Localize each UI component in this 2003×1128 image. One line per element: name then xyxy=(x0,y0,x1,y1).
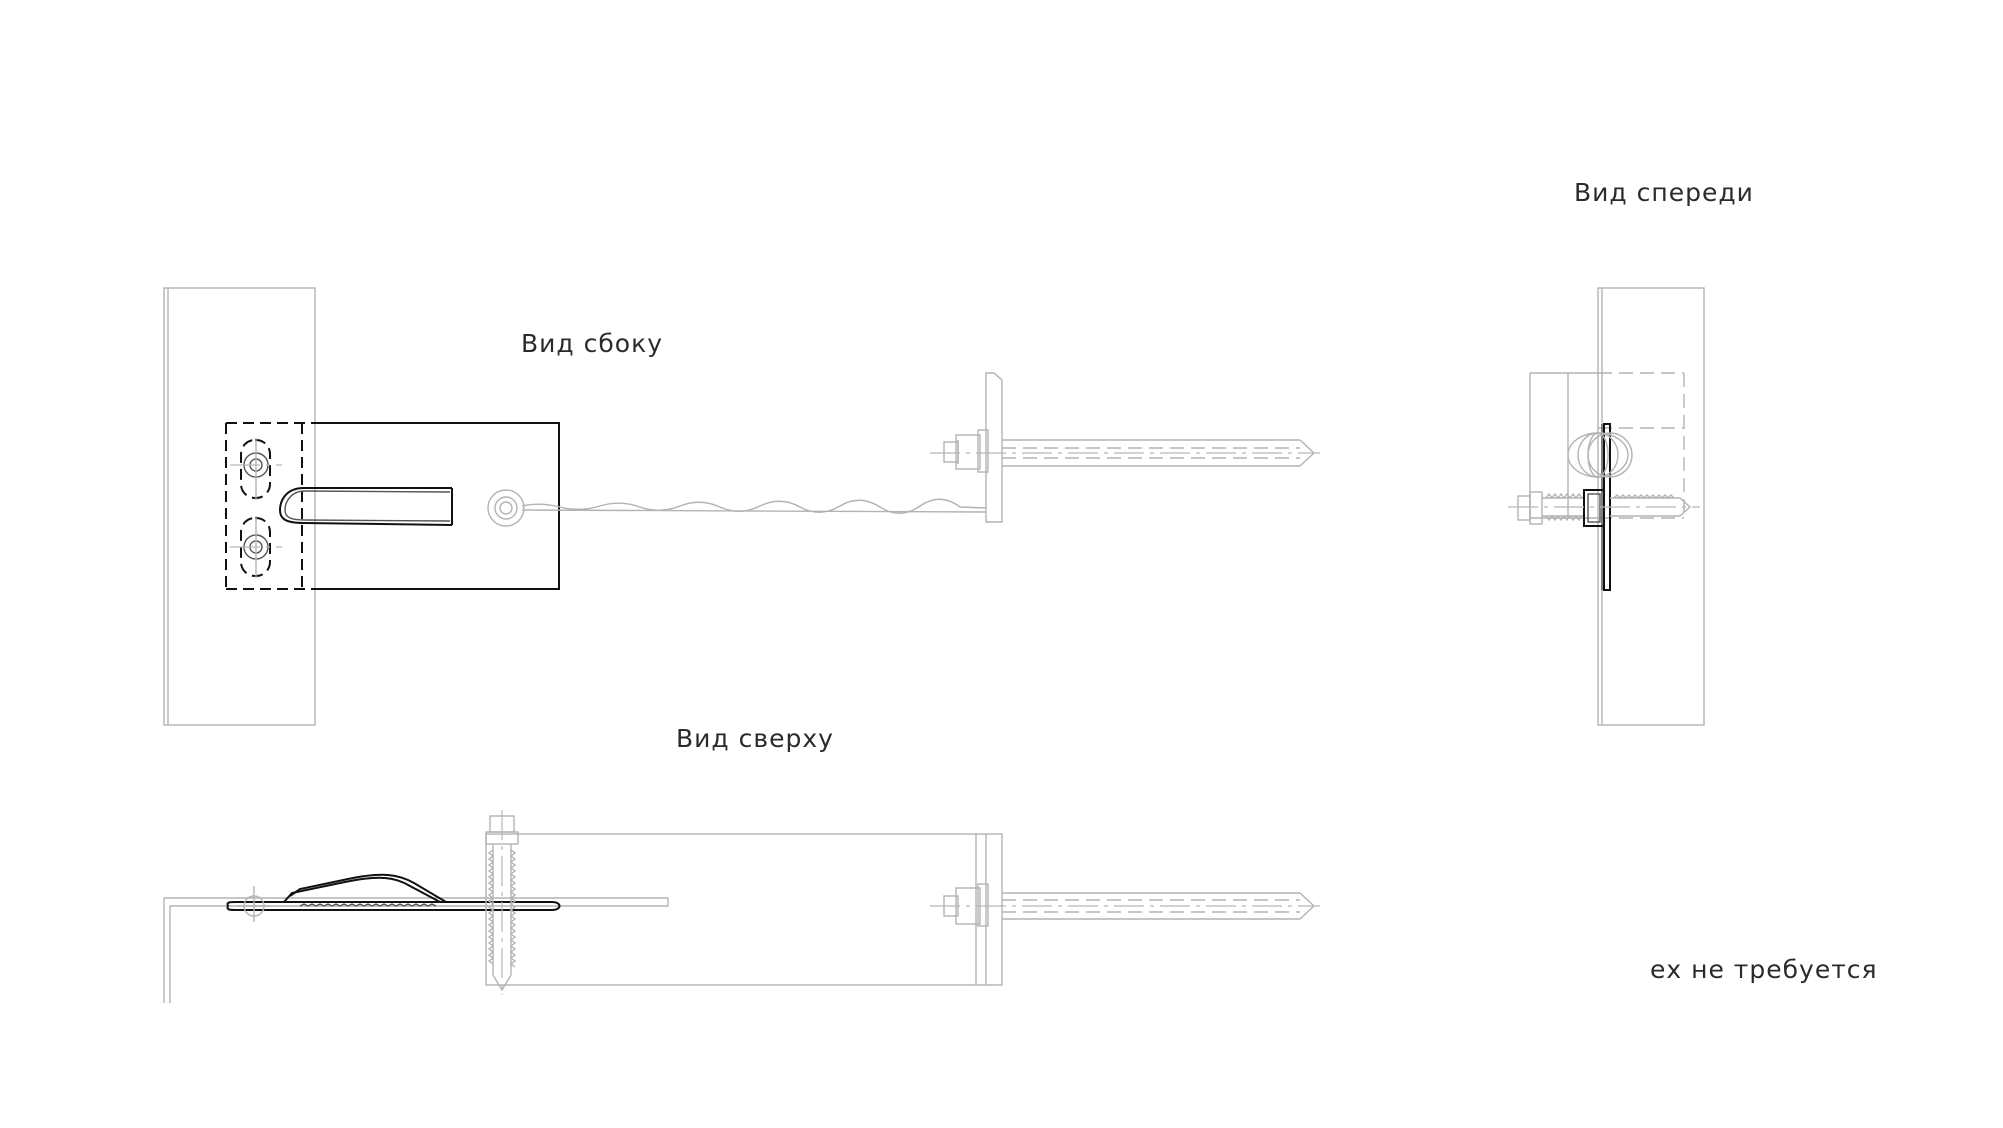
side-view xyxy=(163,287,1320,726)
side-view-label: Вид сбоку xyxy=(521,329,663,358)
front-view-label: Вид спереди xyxy=(1574,178,1754,207)
slot-lower xyxy=(230,516,282,578)
spring-clip xyxy=(226,873,561,922)
wall-profile-side xyxy=(163,287,316,726)
bolt-head-circle xyxy=(487,489,525,527)
screw-front xyxy=(1508,489,1700,527)
long-profile-line xyxy=(521,498,987,514)
slot-upper xyxy=(230,438,282,500)
drill-screw-top xyxy=(485,810,519,995)
bracket-plate xyxy=(225,422,560,590)
anchor-top xyxy=(930,883,1320,927)
angle-profile xyxy=(163,897,669,1003)
anchor-side xyxy=(930,372,1320,523)
bracket-outline-front xyxy=(1529,372,1685,519)
front-view xyxy=(1508,287,1705,726)
u-slot xyxy=(278,487,453,526)
profile-box-top xyxy=(485,833,1003,986)
top-view-label: Вид сверху xyxy=(676,724,834,753)
washer-cluster xyxy=(1567,432,1633,478)
note-label: ех не требуется xyxy=(1650,955,1878,984)
top-view xyxy=(163,810,1320,1003)
